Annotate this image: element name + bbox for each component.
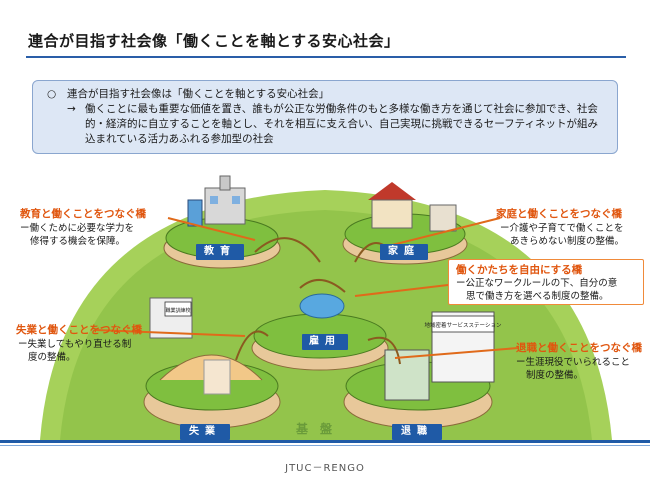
training-school-sign: 職業訓練校 bbox=[165, 302, 191, 316]
bridge-desc-education-1: ー働くために必要な学力を bbox=[20, 222, 134, 235]
bridge-label-unemployment: 失業と働くことをつなぐ橋 bbox=[16, 322, 142, 337]
foundation-label: 基盤 bbox=[296, 420, 344, 437]
bridge-desc-workstyle-1: ー公正なワークルールの下、自分の意 bbox=[456, 277, 617, 290]
svg-text:地域密着サービスステーション: 地域密着サービスステーション bbox=[425, 321, 502, 329]
community-station-sign: 地域密着サービスステーション bbox=[425, 316, 502, 332]
bridge-label-workstyle: 働くかたちを自由にする橋 bbox=[456, 262, 582, 277]
bridge-label-retirement: 退職と働くことをつなぐ橋 bbox=[516, 340, 642, 355]
bridge-label-education: 教育と働くことをつなぐ橋 bbox=[20, 206, 146, 221]
area-tag-employment: 雇用 bbox=[302, 334, 348, 350]
area-tag-education: 教育 bbox=[196, 244, 244, 260]
area-tag-unemployment: 失業 bbox=[180, 424, 230, 440]
bridge-desc-retirement-1: ー生涯現役でいられること bbox=[516, 356, 630, 369]
bridge-desc-education-2: 修得する機会を保障。 bbox=[30, 235, 125, 248]
footer-brand: JTUC－RENGO bbox=[0, 459, 650, 474]
bridge-desc-retirement-2: 制度の整備。 bbox=[526, 369, 583, 382]
bridge-desc-family-2: あきらめない制度の整備。 bbox=[510, 235, 624, 248]
bridge-desc-workstyle-2: 思で働き方を選べる制度の整備。 bbox=[466, 290, 609, 303]
bridge-desc-unemployment-1: ー失業してもやり直せる制 bbox=[18, 338, 131, 351]
bridge-desc-unemployment-2: 度の整備。 bbox=[28, 351, 76, 364]
area-tag-family: 家庭 bbox=[380, 244, 428, 260]
area-tag-retirement: 退職 bbox=[392, 424, 442, 440]
svg-text:職業訓練校: 職業訓練校 bbox=[165, 307, 190, 314]
bridge-desc-family-1: ー介護や子育てで働くことを bbox=[500, 222, 624, 235]
footer-rule-thin bbox=[0, 445, 650, 446]
footer-rule bbox=[0, 440, 650, 443]
bridge-label-family: 家庭と働くことをつなぐ橋 bbox=[496, 206, 622, 221]
